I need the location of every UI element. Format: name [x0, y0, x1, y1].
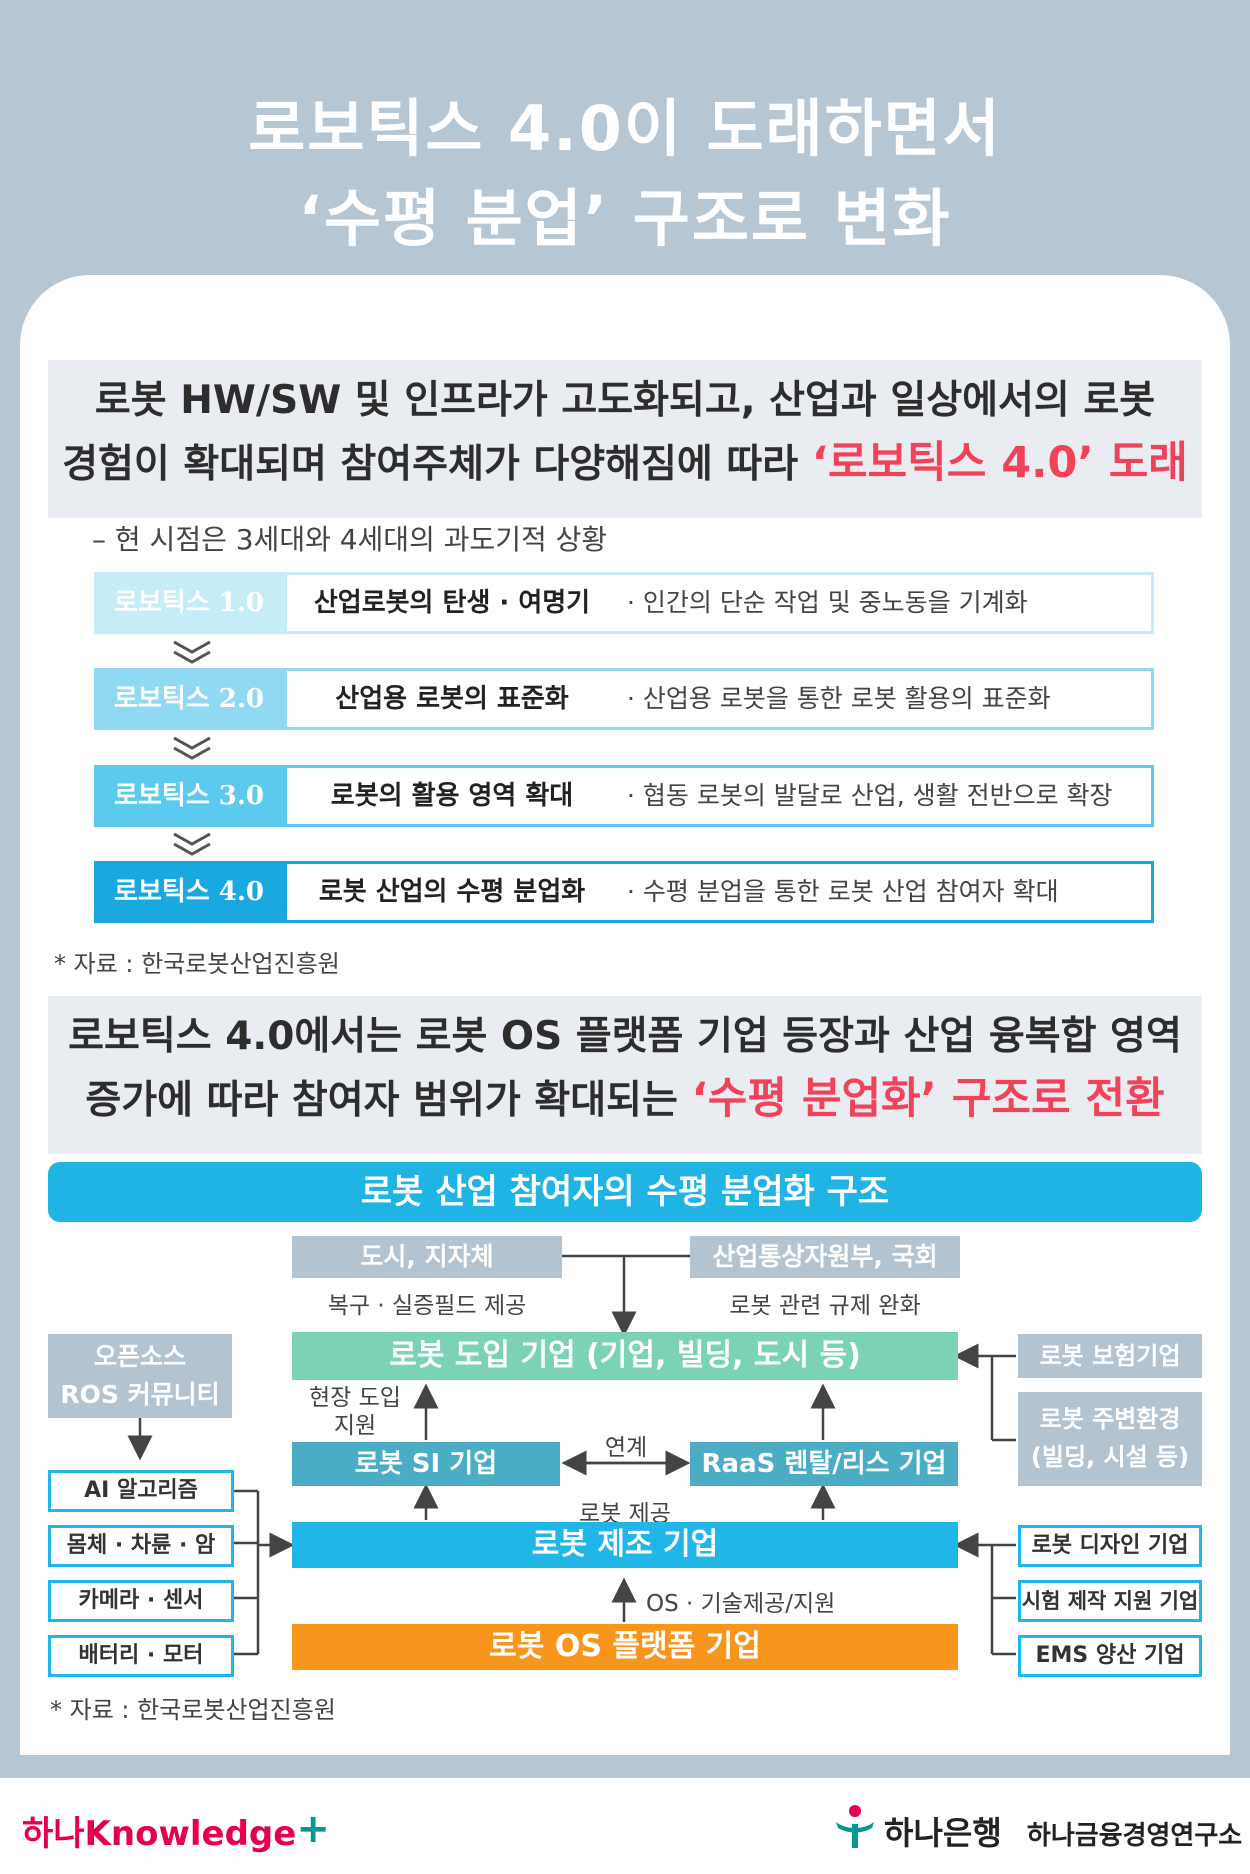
generation-name: 로봇의 활용 영역 확대 [330, 781, 574, 811]
field-support-caption: 현장 도입 지원 [309, 1385, 401, 1439]
footer-institute: 하나금융경영연구소 [1026, 1821, 1243, 1851]
raas-box: RaaS 렌탈/리스 기업 [690, 1442, 958, 1486]
city-box: 도시, 지자체 [292, 1236, 562, 1278]
section1-headline-line1: 로봇 HW/SW 및 인프라가 고도화되고, 산업과 일상에서의 로봇 [94, 378, 1156, 423]
generation-desc: · 산업용 로봇을 통한 로봇 활용의 표준화 [627, 684, 1051, 713]
section1-highlight: ‘로보틱스 4.0’ 도래 [811, 438, 1188, 488]
chevron-down-icon [173, 640, 211, 664]
adopter-box: 로봇 도입 기업 (기업, 빌딩, 도시 등) [292, 1332, 958, 1380]
generation-row: 로보틱스 4.0 로봇 산업의 수평 분업화 · 수평 분업을 통한 로봇 산업… [94, 861, 1154, 923]
component-body: 몸체 · 차륜 · 암 [48, 1525, 234, 1567]
generation-name: 산업용 로봇의 표준화 [335, 684, 569, 714]
source-note-2: * 자료 : 한국로봇산업진흥원 [50, 1696, 336, 1724]
section2-highlight: ‘수평 분업화’ 구조로 전환 [691, 1074, 1165, 1124]
generation-label: 로보틱스 4.0 [94, 861, 284, 923]
component-battery: 배터리 · 모터 [48, 1635, 234, 1677]
generation-label: 로보틱스 3.0 [94, 765, 284, 827]
generation-body: 산업로봇의 탄생 · 여명기 · 인간의 단순 작업 및 중노동을 기계화 [284, 572, 1154, 634]
generation-body: 로봇 산업의 수평 분업화 · 수평 분업을 통한 로봇 산업 참여자 확대 [284, 861, 1154, 923]
open-source-box: 오픈소스 ROS 커뮤니티 [48, 1334, 232, 1418]
generation-label: 로보틱스 1.0 [94, 572, 284, 634]
component-camera: 카메라 · 센서 [48, 1580, 234, 1622]
generation-row: 로보틱스 3.0 로봇의 활용 영역 확대 · 협동 로봇의 발달로 산업, 생… [94, 765, 1154, 827]
os-caption: OS · 기술제공/지원 [646, 1591, 836, 1617]
source-note-1: * 자료 : 한국로봇산업진흥원 [54, 950, 340, 978]
maker-box: 로봇 제조 기업 [292, 1522, 958, 1568]
os-platform-box: 로봇 OS 플랫폼 기업 [292, 1624, 958, 1670]
generation-name: 로봇 산업의 수평 분업화 [318, 877, 586, 907]
prototype-company-box: 시험 제작 지원 기업 [1018, 1580, 1202, 1622]
title-line-2: ‘수평 분업’ 구조로 변화 [298, 182, 952, 255]
section1-headline-line2: 경험이 확대되며 참여주체가 다양해짐에 따라 ‘로보틱스 4.0’ 도래 [62, 438, 1188, 488]
section2-headline: 로보틱스 4.0에서는 로봇 OS 플랫폼 기업 등장과 산업 융복합 영역 증… [48, 996, 1202, 1154]
generation-body: 로봇의 활용 영역 확대 · 협동 로봇의 발달로 산업, 생활 전반으로 확장 [284, 765, 1154, 827]
environment-box: 로봇 주변환경 (빌딩, 시설 등) [1018, 1392, 1202, 1486]
link-caption: 연계 [604, 1435, 648, 1461]
generation-row: 로보틱스 2.0 산업용 로봇의 표준화 · 산업용 로봇을 통한 로봇 활용의… [94, 668, 1154, 730]
component-ai: AI 알고리즘 [48, 1470, 234, 1512]
generation-body: 산업용 로봇의 표준화 · 산업용 로봇을 통한 로봇 활용의 표준화 [284, 668, 1154, 730]
ministry-caption: 로봇 관련 규제 완화 [729, 1293, 921, 1319]
ros-community-label: ROS 커뮤니티 [60, 1380, 220, 1409]
si-box: 로봇 SI 기업 [292, 1442, 560, 1486]
chevron-down-icon [173, 832, 211, 856]
ministry-box: 산업통상자원부, 국회 [690, 1236, 960, 1278]
hana-bank-logo-icon [836, 1805, 874, 1848]
environment-label: 로봇 주변환경 [1039, 1405, 1181, 1433]
chevron-down-icon [173, 736, 211, 760]
environment-sub-label: (빌딩, 시설 등) [1030, 1443, 1190, 1471]
transition-note: – 현 시점은 3세대와 4세대의 과도기적 상황 [92, 523, 608, 556]
design-company-box: 로봇 디자인 기업 [1018, 1525, 1202, 1567]
ems-company-box: EMS 양산 기업 [1018, 1635, 1202, 1677]
section2-headline-line1: 로보틱스 4.0에서는 로봇 OS 플랫폼 기업 등장과 산업 융복합 영역 [68, 1014, 1182, 1059]
hana-knowledge-logo: 하나Knowledge+ [22, 1806, 330, 1854]
generation-row: 로보틱스 1.0 산업로봇의 탄생 · 여명기 · 인간의 단순 작업 및 중노… [94, 572, 1154, 634]
generation-desc: · 수평 분업을 통한 로봇 산업 참여자 확대 [627, 877, 1059, 906]
footer-bank-name: 하나은행 하나금융경영연구소 [884, 1814, 1243, 1852]
plus-icon: + [296, 1806, 330, 1852]
title-area: 로보틱스 4.0이 도래하면서 ‘수평 분업’ 구조로 변화 [0, 0, 1250, 320]
diagram-title: 로봇 산업 참여자의 수평 분업화 구조 [48, 1162, 1202, 1222]
section2-headline-line2: 증가에 따라 참여자 범위가 확대되는 ‘수평 분업화’ 구조로 전환 [85, 1074, 1165, 1124]
generation-desc: · 인간의 단순 작업 및 중노동을 기계화 [627, 588, 1028, 617]
generation-label: 로보틱스 2.0 [94, 668, 284, 730]
insurance-box: 로봇 보험기업 [1018, 1334, 1202, 1378]
generation-desc: · 협동 로봇의 발달로 산업, 생활 전반으로 확장 [627, 781, 1113, 810]
section1-headline: 로봇 HW/SW 및 인프라가 고도화되고, 산업과 일상에서의 로봇 경험이 … [48, 360, 1202, 518]
open-source-label: 오픈소스 [93, 1342, 186, 1371]
city-caption: 복구 · 실증필드 제공 [327, 1293, 527, 1319]
title-line-1: 로보틱스 4.0이 도래하면서 [248, 92, 1002, 165]
generation-name: 산업로봇의 탄생 · 여명기 [313, 588, 591, 618]
